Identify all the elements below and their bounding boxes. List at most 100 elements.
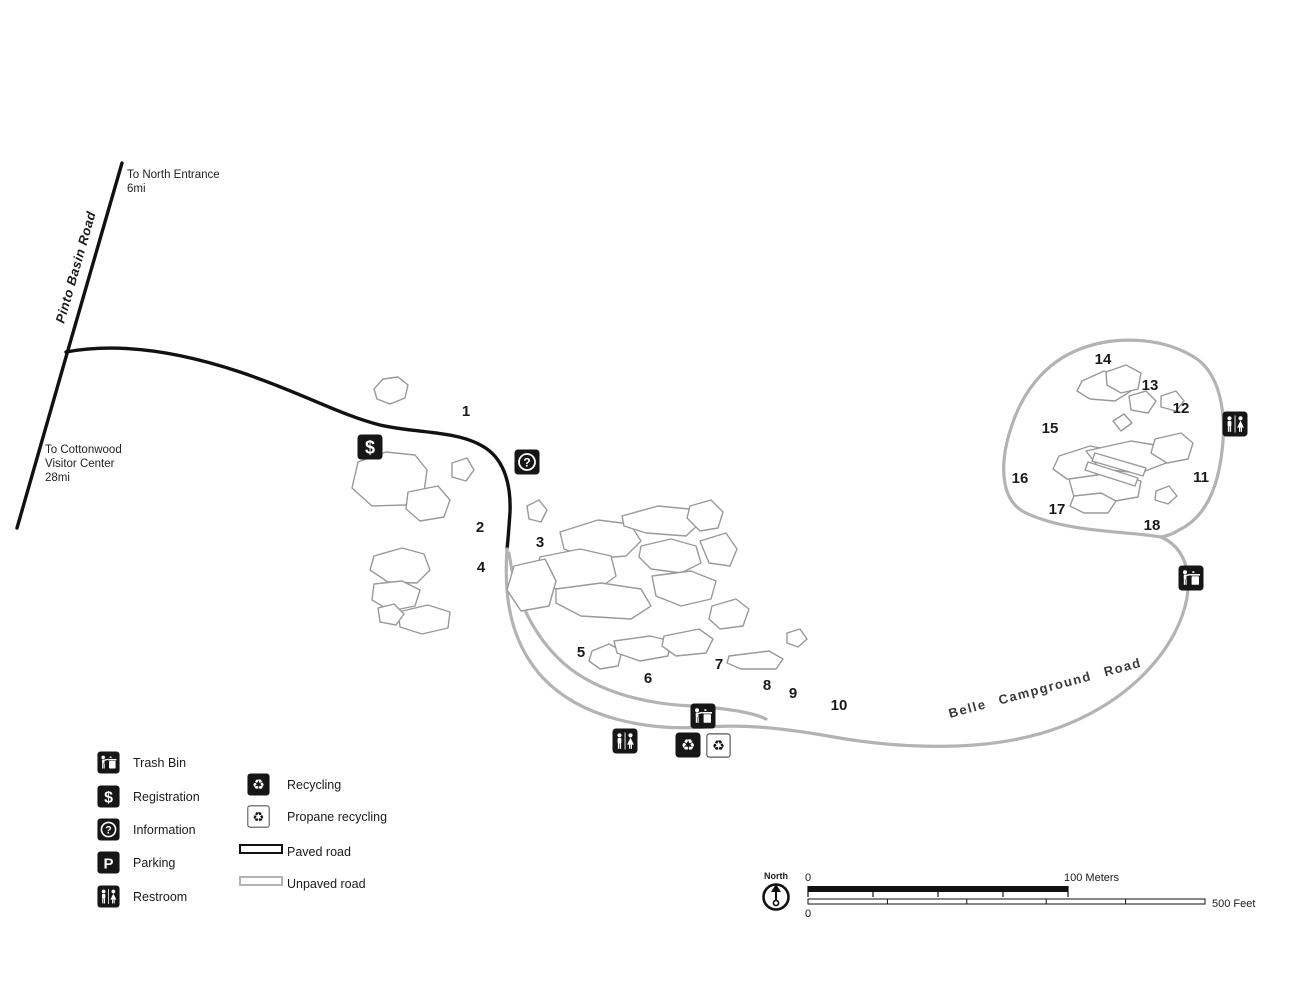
campsite-label-5: 5 bbox=[577, 644, 585, 661]
legend-label: Propane recycling bbox=[287, 810, 387, 824]
to-cottonwood-label-line1: To Cottonwood bbox=[45, 444, 122, 456]
legend-label: Parking bbox=[133, 856, 175, 870]
rock bbox=[506, 558, 557, 612]
north-arrow: North bbox=[762, 871, 790, 911]
campsite-label-11: 11 bbox=[1193, 469, 1209, 486]
campsite-label-13: 13 bbox=[1142, 377, 1159, 394]
legend-item-restroom: Restroom bbox=[97, 885, 187, 908]
legend-item-trash-bin: Trash Bin bbox=[97, 751, 186, 774]
legend-item-propane-recycling: Propane recycling bbox=[247, 805, 387, 828]
rock bbox=[661, 628, 714, 657]
trash-bin-icon bbox=[97, 751, 120, 774]
rock bbox=[786, 628, 808, 648]
rock bbox=[405, 485, 451, 522]
to-cottonwood-label-line2: Visitor Center bbox=[45, 458, 115, 470]
belle-campground-road-label: Belle Campground Road bbox=[947, 655, 1143, 721]
belle-campground-road-east-loop bbox=[1002, 338, 1226, 539]
rock-outcrops bbox=[351, 364, 1194, 670]
campsite-label-4: 4 bbox=[477, 559, 486, 576]
legend-item-registration: Registration bbox=[97, 785, 200, 808]
rock bbox=[555, 582, 652, 620]
feet-zero-label: 0 bbox=[805, 908, 811, 920]
rock bbox=[651, 570, 717, 607]
rock bbox=[1069, 492, 1117, 514]
campsite-label-17: 17 bbox=[1049, 501, 1066, 518]
rock bbox=[451, 457, 475, 482]
legend-label: Information bbox=[133, 823, 196, 837]
campsite-label-8: 8 bbox=[763, 677, 771, 694]
meters-label: 100 Meters bbox=[1064, 872, 1120, 884]
trash-bin-icon bbox=[690, 703, 716, 729]
rock bbox=[1091, 452, 1147, 477]
campsite-label-14: 14 bbox=[1095, 351, 1112, 368]
belle-campground-road bbox=[504, 535, 1190, 748]
rock bbox=[526, 499, 548, 523]
feet-label: 500 Feet bbox=[1212, 898, 1255, 910]
legend-item-unpaved-road: Unpaved road bbox=[239, 876, 366, 891]
campsite-label-10: 10 bbox=[831, 697, 848, 714]
rock bbox=[708, 598, 750, 630]
rock bbox=[1154, 485, 1178, 505]
rock bbox=[638, 538, 702, 574]
to-north-entrance-label: To North Entrance bbox=[127, 169, 220, 181]
rock bbox=[1112, 413, 1133, 432]
rock bbox=[588, 643, 623, 670]
rock bbox=[699, 532, 738, 567]
to-north-entrance-distance: 6mi bbox=[127, 183, 146, 195]
propane-recycling-icon bbox=[247, 805, 270, 828]
restroom-icon bbox=[1222, 411, 1248, 437]
rock bbox=[369, 547, 431, 584]
trash-bin-icon bbox=[1178, 565, 1204, 591]
campsite-label-15: 15 bbox=[1042, 420, 1059, 437]
legend-label: Restroom bbox=[133, 890, 187, 904]
rock bbox=[1150, 432, 1194, 464]
rock bbox=[613, 635, 672, 662]
information-icon bbox=[97, 818, 120, 841]
legend-item-paved-road: Paved road bbox=[239, 844, 351, 859]
legend-item-parking: Parking bbox=[97, 851, 175, 874]
legend: Trash Bin Registration Information Parki… bbox=[97, 751, 387, 908]
compass-base bbox=[772, 899, 780, 907]
campsite-label-7: 7 bbox=[715, 656, 723, 673]
north-label: North bbox=[764, 871, 788, 881]
rock bbox=[1160, 390, 1185, 412]
campsite-label-2: 2 bbox=[476, 519, 484, 536]
legend-label: Paved road bbox=[287, 845, 351, 859]
restroom-icon bbox=[97, 885, 120, 908]
registration-icon bbox=[97, 785, 120, 808]
rock bbox=[621, 505, 701, 537]
registration-icon bbox=[357, 434, 383, 460]
rock bbox=[377, 603, 405, 626]
information-icon bbox=[514, 449, 540, 475]
compass-arrowhead bbox=[771, 884, 781, 892]
campsite-label-16: 16 bbox=[1012, 470, 1029, 487]
rock bbox=[373, 376, 409, 405]
legend-item-recycling: Recycling bbox=[247, 773, 341, 796]
propane-recycling-icon bbox=[706, 733, 731, 758]
rock bbox=[397, 604, 451, 635]
feet-bar bbox=[807, 898, 1206, 905]
legend-item-information: Information bbox=[97, 818, 196, 841]
legend-label: Trash Bin bbox=[133, 756, 186, 770]
restroom-icon bbox=[612, 728, 638, 754]
to-cottonwood-distance: 28mi bbox=[45, 472, 70, 484]
campground-entrance-road bbox=[64, 346, 512, 551]
meters-zero-label: 0 bbox=[805, 872, 811, 884]
legend-label: Unpaved road bbox=[287, 877, 366, 891]
paved-road-swatch bbox=[239, 844, 283, 854]
rock bbox=[1084, 461, 1139, 487]
map-labels: Pinto Basin Road Belle Campground Road T… bbox=[45, 169, 1143, 721]
campsite-label-6: 6 bbox=[644, 670, 652, 687]
campsite-label-18: 18 bbox=[1144, 517, 1161, 534]
rock bbox=[371, 580, 421, 612]
rock bbox=[726, 650, 784, 670]
rock bbox=[686, 499, 724, 532]
campsite-label-12: 12 bbox=[1173, 400, 1190, 417]
recycling-icon bbox=[675, 732, 701, 758]
campsite-label-9: 9 bbox=[789, 685, 797, 702]
parking-icon bbox=[97, 851, 120, 874]
meters-bar bbox=[808, 886, 1068, 892]
campsite-labels: 1 2 3 4 5 6 7 8 9 10 11 12 13 14 15 16 1… bbox=[462, 351, 1209, 714]
